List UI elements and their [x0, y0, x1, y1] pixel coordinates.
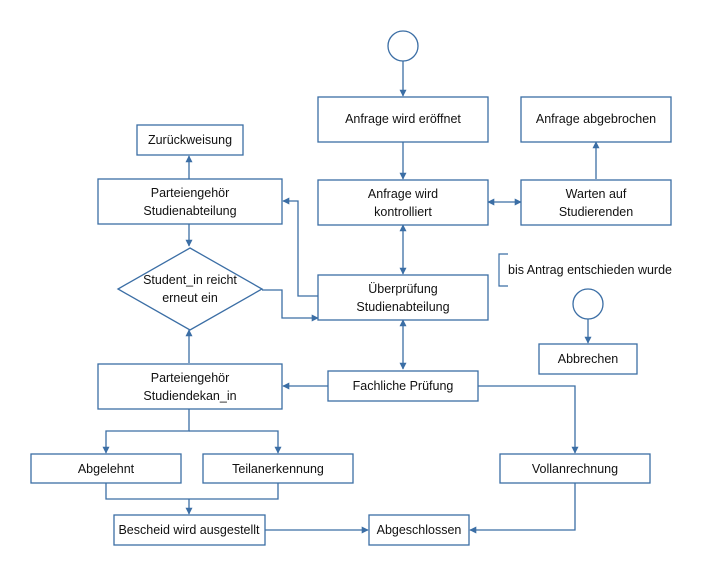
- node-label: Teilanerkennung: [232, 462, 324, 476]
- start-node-abbrechen-icon: [572, 288, 604, 320]
- node-teilanerkennung: Teilanerkennung: [202, 453, 354, 484]
- edges: [102, 61, 600, 534]
- node-abgelehnt: Abgelehnt: [30, 453, 182, 484]
- node-zurueckweisung: Zurückweisung: [136, 124, 244, 156]
- node-label-line1: Parteiengehör: [151, 371, 230, 385]
- node-label: Anfrage wird eröffnet: [345, 112, 461, 126]
- node-parteiengehoer-studienabteilung: Parteiengehör Studienabteilung: [97, 178, 283, 225]
- node-label: Bescheid wird ausgestellt: [118, 523, 260, 537]
- node-anfrage-eroeffnet: Anfrage wird eröffnet: [317, 96, 489, 143]
- edge-student-ueberpruefung: [262, 289, 319, 322]
- node-label-line2: kontrolliert: [374, 205, 432, 219]
- node-label: Fachliche Prüfung: [353, 379, 454, 393]
- annotation-bracket: [498, 253, 508, 287]
- node-anfrage-abgebrochen: Anfrage abgebrochen: [520, 96, 672, 143]
- node-abgeschlossen: Abgeschlossen: [368, 514, 470, 546]
- node-label-line1: Parteiengehör: [151, 186, 230, 200]
- annotation-text: bis Antrag entschieden wurde: [508, 263, 672, 277]
- node-label-line2: Studiendekan_in: [143, 389, 236, 403]
- node-label: Anfrage abgebrochen: [536, 112, 656, 126]
- edge-ueberpruefung-parteiengehoer-sa: [282, 197, 318, 297]
- node-label: Abgeschlossen: [377, 523, 462, 537]
- node-label-line2: Studienabteilung: [143, 204, 236, 218]
- node-label-line2: Studierenden: [559, 205, 633, 219]
- edge-parteiengehoer-sd-abgelehnt: [102, 409, 190, 454]
- node-abbrechen: Abbrechen: [538, 343, 638, 375]
- edge-vollanrechnung-abgeschlossen: [469, 483, 576, 534]
- node-ueberpruefung-studienabteilung: Überprüfung Studienabteilung: [317, 274, 489, 321]
- node-label: Abbrechen: [558, 352, 619, 366]
- node-vollanrechnung: Vollanrechnung: [499, 453, 651, 484]
- node-label: Vollanrechnung: [532, 462, 618, 476]
- node-label-line1: Anfrage wird: [368, 187, 438, 201]
- decision-label-line2: erneut ein: [162, 291, 218, 305]
- node-label: Zurückweisung: [148, 133, 232, 147]
- node-fachliche-pruefung: Fachliche Prüfung: [327, 370, 479, 402]
- edge-parteiengehoer-sd-teilanerkennung: [189, 430, 282, 454]
- node-label-line2: Studienabteilung: [356, 300, 449, 314]
- edge-fachliche-vollanrechnung: [478, 385, 579, 454]
- node-label-line1: Überprüfung: [368, 282, 438, 296]
- start-node-icon: [387, 30, 419, 62]
- annotation-bis-antrag: bis Antrag entschieden wurde: [498, 253, 672, 287]
- decision-student-reicht-erneut-ein: Student_in reicht erneut ein: [116, 247, 264, 331]
- node-label-line1: Warten auf: [566, 187, 627, 201]
- node-parteiengehoer-studiendekan: Parteiengehör Studiendekan_in: [97, 363, 283, 410]
- node-bescheid-wird-ausgestellt: Bescheid wird ausgestellt: [113, 514, 266, 546]
- node-anfrage-kontrolliert: Anfrage wird kontrolliert: [317, 179, 489, 226]
- node-warten-auf-studierenden: Warten auf Studierenden: [520, 179, 672, 226]
- edge-abgelehnt-bescheid: [105, 483, 279, 500]
- decision-label-line1: Student_in reicht: [143, 273, 237, 287]
- node-label: Abgelehnt: [78, 462, 135, 476]
